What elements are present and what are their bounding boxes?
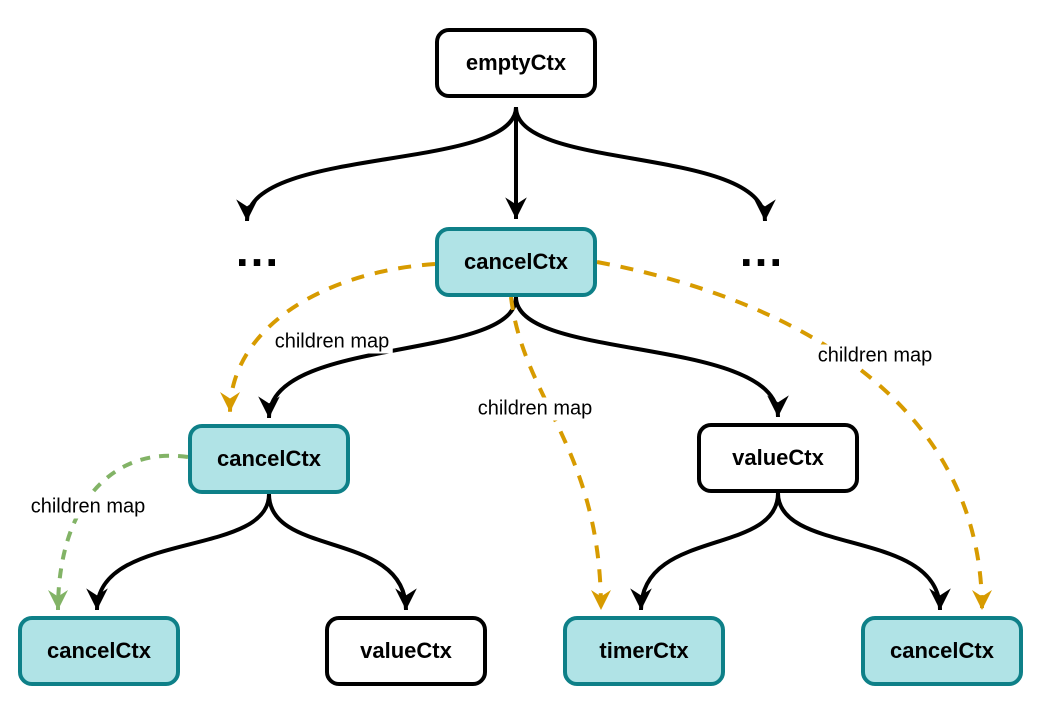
- node-cancelctx-bottom-right: cancelCtx: [861, 616, 1023, 686]
- edge-root-to-right-ellipsis: [514, 106, 776, 222]
- childrenmap-edge-to-bottomright-cancelctx: [596, 260, 992, 611]
- node-timerctx: timerCtx: [563, 616, 725, 686]
- childrenmap-edge-to-timerctx: [509, 296, 611, 611]
- edge-valuectx-to-timerctx: [630, 492, 780, 611]
- edge-label-children-map-left: children map: [271, 330, 393, 354]
- edge-label-children-map-green: children map: [27, 495, 149, 519]
- node-cancelctx-bottom-left: cancelCtx: [18, 616, 180, 686]
- edge-cancelctx-to-valuectx: [514, 296, 789, 418]
- edge-label-children-map-middle: children map: [474, 397, 596, 421]
- children-map-green-edges: [48, 453, 189, 611]
- edge-valuectx-to-bottomright-cancel: [776, 492, 951, 611]
- node-valuectx-mid: valueCtx: [697, 423, 859, 493]
- childrenmap-edge-to-left-cancelctx: [220, 262, 436, 413]
- edge-leftcancel-to-bottomleft-cancel: [86, 493, 271, 611]
- solid-tree-edges: [86, 106, 951, 611]
- node-cancelctx-root: cancelCtx: [435, 227, 597, 297]
- edge-root-to-left-ellipsis: [236, 106, 518, 222]
- edge-leftcancel-to-bottom-valuectx: [267, 493, 417, 611]
- node-cancelctx-left: cancelCtx: [188, 424, 350, 494]
- children-map-orange-edges: [220, 260, 992, 611]
- node-emptyctx: emptyCtx: [435, 28, 597, 98]
- childrenmap-edge-to-bottomleft-cancelctx: [48, 453, 189, 611]
- edge-label-children-map-right: children map: [814, 344, 936, 368]
- node-valuectx-bottom: valueCtx: [325, 616, 487, 686]
- edge-cancelctx-to-left-cancelctx: [258, 296, 518, 419]
